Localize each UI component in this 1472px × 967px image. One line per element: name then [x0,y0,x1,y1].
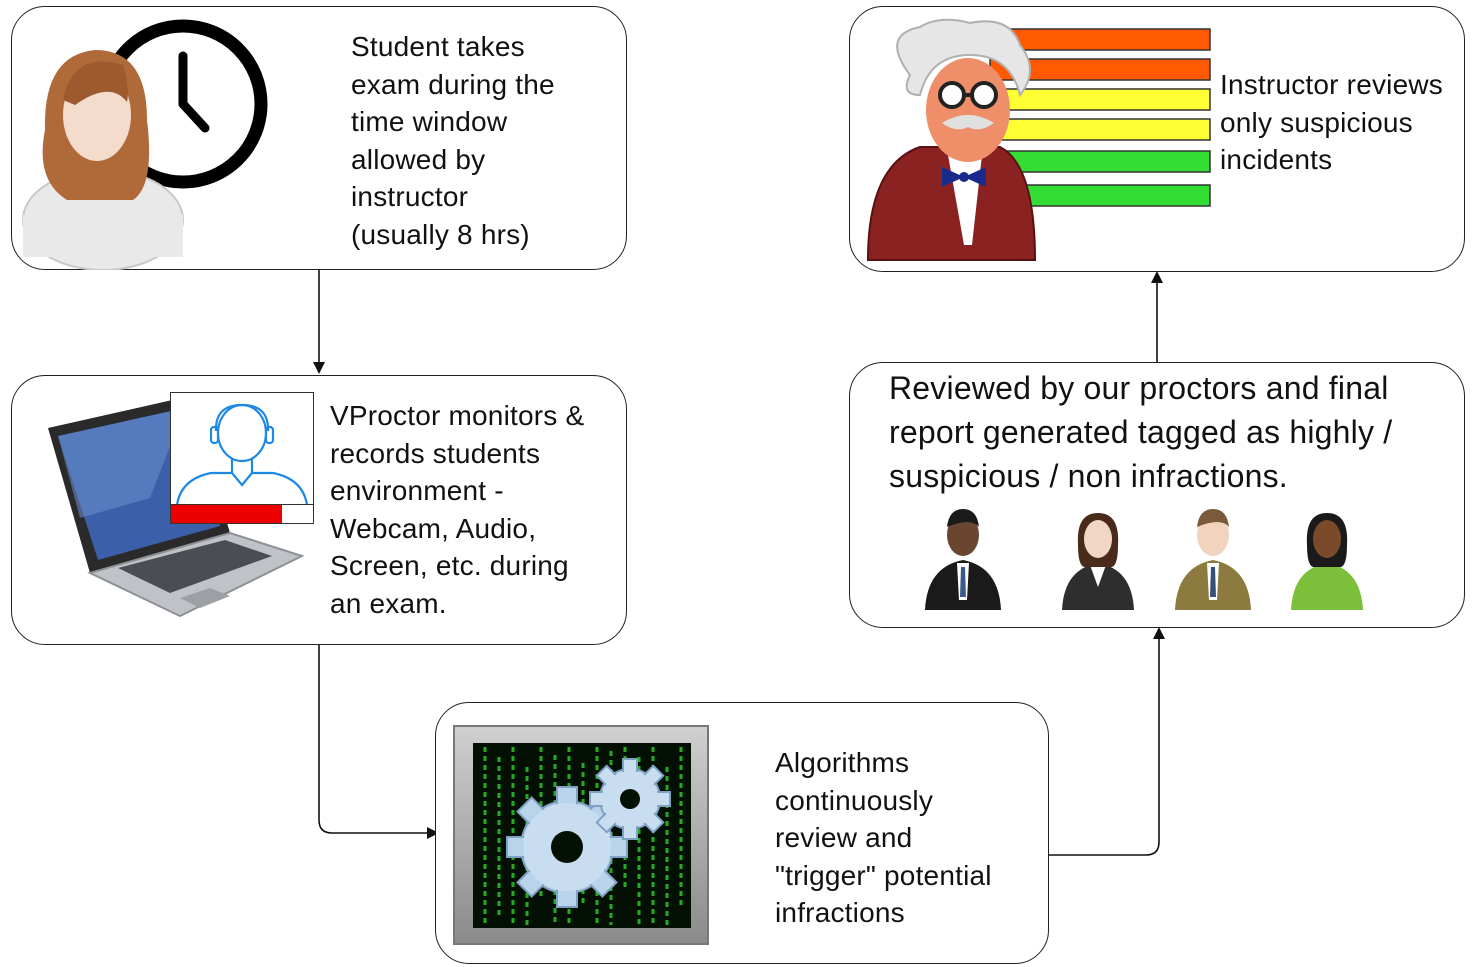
webcam-user-icon [170,392,314,524]
severity-bar [989,28,1211,51]
instructor-icon [866,18,1037,261]
step-student-text: Student takes exam during the time windo… [351,31,555,250]
proctor-icon [1062,513,1134,610]
recording-level-bar [171,504,313,523]
step-instructor-text: Instructor reviews only suspicious incid… [1220,69,1443,175]
proctor-team [925,509,1363,610]
step-review-text: Reviewed by our proctors and final repor… [889,370,1393,494]
proctor-icon [1175,509,1251,610]
proctor-icon [1291,513,1363,610]
recording-level-fill [171,505,282,523]
matrix-screen [473,743,691,928]
severity-bar [989,118,1211,141]
severity-bar [989,150,1211,173]
student-icon [22,50,184,270]
proctor-icon [925,509,1001,610]
student-clock-illustration [22,19,268,270]
step-algorithms-text: Algorithms continuously review and "trig… [775,747,992,928]
arrow-algorithms-to-review [1048,627,1165,856]
instructor-illustration [866,18,1211,261]
webcam-user-outline [175,403,309,506]
arrow-monitor-to-algorithms [318,645,439,839]
step-monitor-text: VProctor monitors & records students env… [330,400,585,619]
code-matrix-icon [453,725,709,945]
gears-icon [506,758,671,908]
